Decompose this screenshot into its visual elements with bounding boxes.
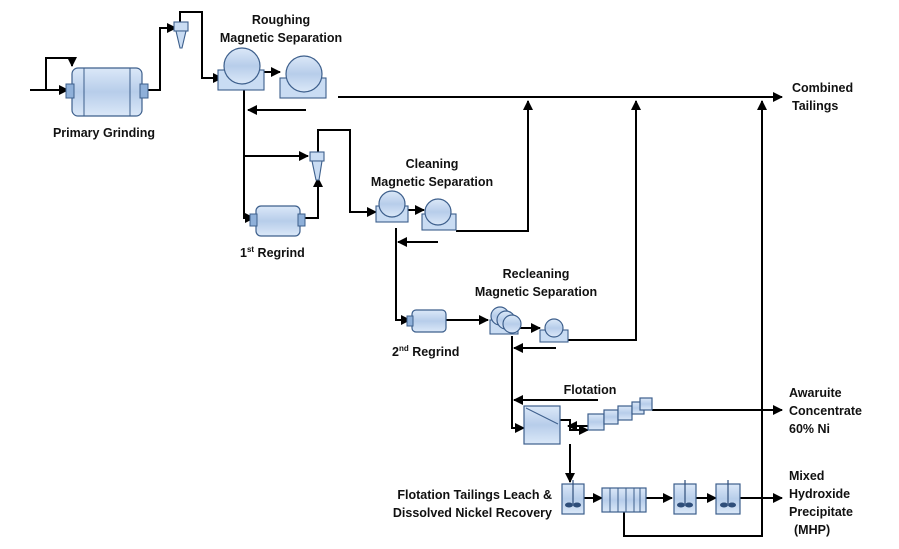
combined-tailings-label-line2: Tailings: [792, 99, 838, 113]
cyclone-to-roughing-line: [179, 11, 223, 83]
regrind2-label-sup: nd: [399, 344, 409, 353]
regrind2-label-num: 2: [392, 345, 399, 359]
regrind1-return-line: [302, 177, 323, 219]
leach-residue-line: [623, 100, 767, 537]
roughing-label-line1: Roughing: [252, 13, 310, 27]
precipitation-tank-2-icon: [715, 480, 741, 515]
recleaning-separator-icon: [539, 318, 569, 343]
recleaning-label-line1: Recleaning: [503, 267, 570, 281]
primary-grinding-label: Primary Grinding: [53, 126, 155, 140]
precipitation-tank-1-icon: [673, 480, 697, 515]
cleaning-label-line1: Cleaning: [406, 157, 459, 171]
recleaning-label-line2: Magnetic Separation: [475, 285, 597, 299]
mhp-label-line2: Hydroxide: [789, 487, 850, 501]
roughing-label-line2: Magnetic Separation: [220, 31, 342, 45]
recleaning-conc-line: [511, 336, 525, 433]
combined-tailings-label-line1: Combined: [792, 81, 853, 95]
cleaning-separator-2-icon: [421, 198, 457, 231]
flotation-label: Flotation: [564, 383, 617, 397]
mhp-label-line1: Mixed: [789, 469, 824, 483]
mhp-label-line4: (MHP): [794, 523, 830, 537]
regrind2-mill-icon: [406, 309, 447, 333]
cleaning-label-line2: Magnetic Separation: [371, 175, 493, 189]
leach-tank-icon: [561, 480, 585, 515]
mill-to-cyclone-line: [146, 23, 177, 91]
leach-label-line2: Dissolved Nickel Recovery: [393, 506, 552, 520]
regrind2-label-text: Regrind: [409, 345, 460, 359]
roughing-separator-1-icon: [217, 47, 265, 91]
flow-lines: [30, 11, 783, 537]
regrind1-mill-icon: [249, 205, 306, 237]
flotation-cleaner-cells-icon: [587, 397, 653, 431]
regrind1-label: 1st Regrind: [240, 245, 305, 260]
cleaning-separator-1-icon: [375, 190, 409, 223]
regrind1-label-sup: st: [247, 245, 254, 254]
primary-mill-icon: [65, 67, 149, 117]
recleaning-separator-stack-icon: [489, 306, 522, 335]
mhp-label-line3: Precipitate: [789, 505, 853, 519]
thickener-train-icon: [601, 487, 647, 513]
roughing-separator-2-icon: [279, 55, 327, 99]
cleaning-tails-line: [456, 100, 533, 232]
regrind1-label-num: 1: [240, 246, 247, 260]
awaruite-label-line1: Awaruite: [789, 386, 842, 400]
primary-cyclone-icon: [173, 21, 189, 49]
regrind1-cyclone-icon: [309, 151, 325, 181]
awaruite-label-line2: Concentrate: [789, 404, 862, 418]
recleaning-tails-line: [568, 100, 641, 341]
flotation-rougher-icon: [523, 405, 561, 445]
regrind2-label: 2nd Regrind: [392, 344, 459, 359]
awaruite-label-line3: 60% Ni: [789, 422, 830, 436]
cyclone2-to-cleaning-line: [317, 129, 377, 217]
cleaning-conc-line: [395, 228, 411, 325]
leach-label-line1: Flotation Tailings Leach &: [397, 488, 552, 502]
regrind1-label-text: Regrind: [254, 246, 305, 260]
mill-recycle-line: [45, 57, 77, 90]
